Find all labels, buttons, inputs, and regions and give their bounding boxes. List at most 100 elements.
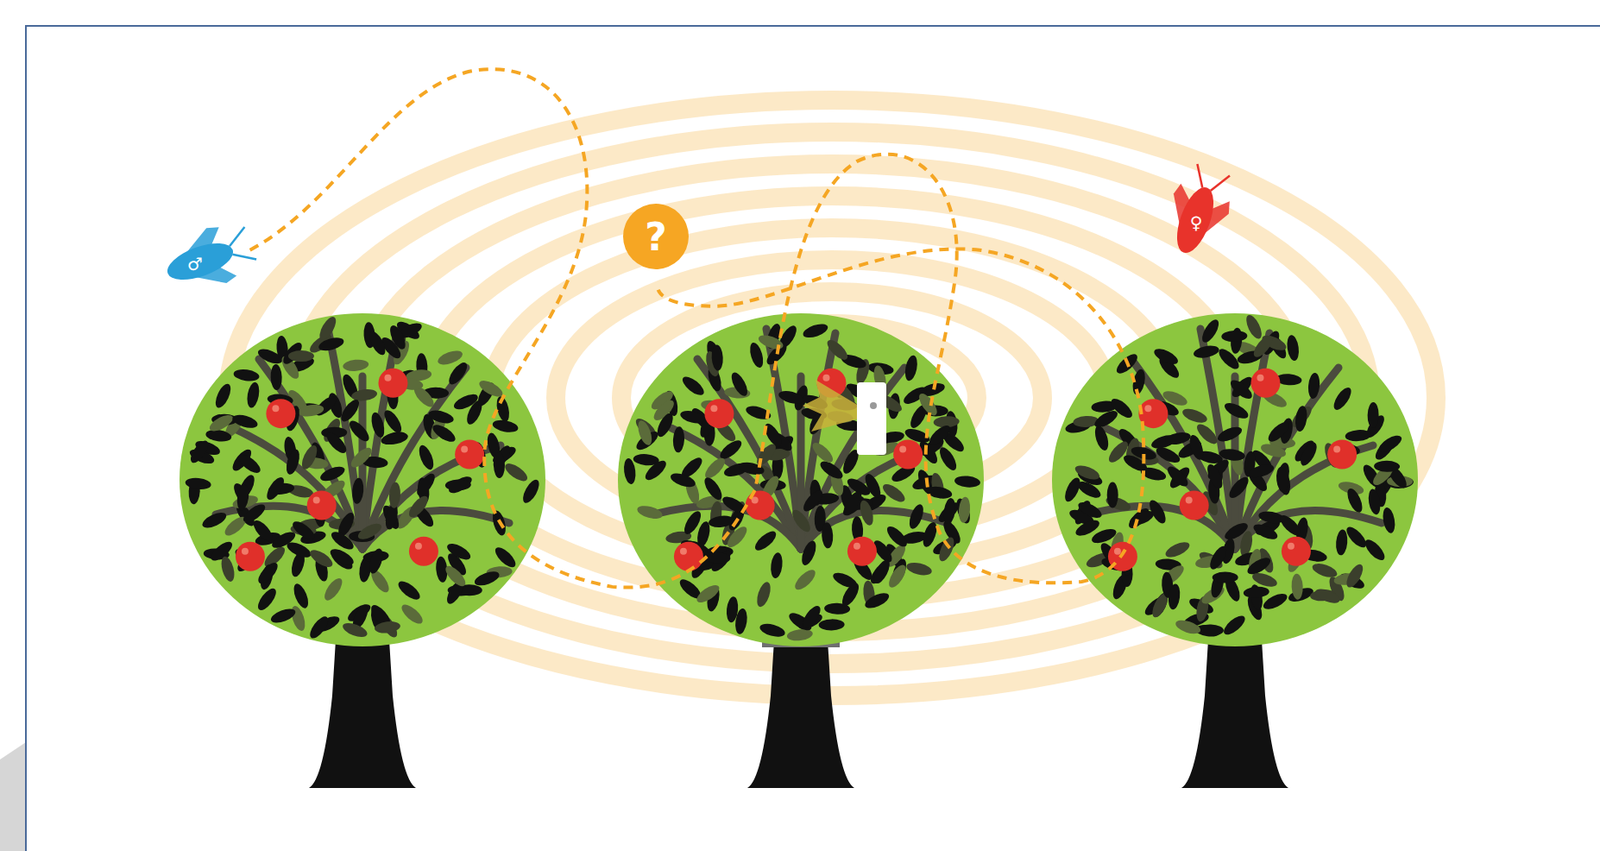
moth-antenna (225, 226, 257, 267)
tree-leaf (346, 417, 372, 445)
apple-tree (617, 313, 984, 788)
tree-leaf (1259, 441, 1287, 460)
tree-leaf (642, 457, 669, 484)
tree-leaf (788, 507, 813, 536)
tree-leaf (1366, 402, 1380, 429)
apple (454, 439, 485, 469)
tree-leaf (654, 410, 676, 440)
tree-leaf (233, 367, 261, 383)
dispenser-body (856, 382, 887, 455)
tree-leaf (885, 561, 909, 590)
tree-leaf (903, 354, 920, 383)
tree-leaf (452, 390, 481, 412)
tree-leaf (398, 601, 426, 627)
tree-leaf (369, 410, 387, 439)
female-moth (1155, 159, 1241, 263)
tree-leaf (635, 418, 655, 448)
tree-leaf (491, 418, 520, 435)
tree-leaf (733, 607, 749, 636)
tree-leaf (245, 381, 261, 410)
apple-highlight (384, 374, 391, 382)
tree-leaf (445, 478, 472, 492)
apple-highlight (415, 542, 423, 550)
tree-leaf (840, 488, 865, 517)
tree-leaf (800, 487, 826, 515)
tree-leaf (1245, 554, 1273, 579)
pheromone-plume (802, 379, 859, 432)
tree-leaf (1222, 399, 1251, 422)
tree-leaf (809, 439, 837, 466)
tree-leaf (905, 560, 933, 577)
apple-highlight (1287, 542, 1295, 550)
apple (409, 536, 439, 567)
tree-leaf (298, 443, 320, 473)
tree-leaf (907, 502, 926, 531)
moth-flight-path (250, 69, 1145, 587)
tree-leaf (1228, 377, 1255, 403)
tree-leaf (1335, 529, 1349, 556)
tree-leaf (953, 497, 973, 526)
tree-leaf (1073, 516, 1103, 539)
tree-canopy (179, 313, 546, 647)
tree-leaf (1197, 623, 1224, 637)
tree-leaf (290, 581, 311, 611)
apple-highlight (710, 404, 718, 412)
tree-leaf (824, 336, 851, 363)
tree-leaf (1376, 432, 1405, 456)
apple (307, 491, 337, 521)
tree-leaf (862, 472, 884, 501)
tree-leaf (622, 457, 637, 485)
tree-leaf (235, 484, 251, 512)
tree-leaf (270, 364, 283, 391)
tree-leaf (801, 321, 831, 341)
tree-leaf (751, 528, 779, 554)
apple-highlight (899, 445, 907, 453)
tree-leaf (1250, 333, 1276, 360)
tree-leaf (1361, 536, 1388, 564)
question-badge (623, 203, 689, 270)
tree-leaf (379, 503, 403, 532)
tree-leaf (707, 514, 735, 530)
tree-leaf (1343, 561, 1367, 590)
apple (1179, 491, 1210, 521)
tree-leaf (264, 474, 288, 503)
tree-leaf (1242, 585, 1270, 599)
tree-leaf (724, 523, 750, 551)
tree-leaf (1164, 463, 1191, 490)
tree-leaf (942, 497, 958, 525)
tree-leaf (636, 503, 664, 521)
apple (1250, 368, 1280, 398)
tree-leaf (799, 538, 819, 567)
apple-highlight (1333, 445, 1341, 453)
tree-leaf (1380, 506, 1397, 535)
tree-leaf (1221, 612, 1248, 638)
apple (235, 541, 265, 572)
tree-leaf (207, 538, 235, 564)
tree-leaf (205, 428, 234, 443)
tree-leaf (1221, 330, 1248, 343)
tree-leaf (680, 373, 707, 399)
tree-leaf (207, 411, 236, 435)
tree-leaf (777, 388, 806, 406)
apple-highlight (241, 548, 249, 555)
tree-leaf (1105, 438, 1131, 466)
tree-leaf (1291, 573, 1304, 600)
tree-leaf (1073, 462, 1103, 483)
tree-leaf (297, 403, 326, 419)
tree-leaf (1344, 428, 1372, 442)
tree-leaf (347, 444, 375, 471)
tree-leaf (862, 590, 892, 612)
apple (745, 491, 775, 521)
tree-leaf (444, 540, 473, 563)
tree-leaf (672, 426, 686, 454)
tree-leaf (1277, 511, 1304, 538)
tree-leaf (953, 474, 981, 489)
tree-leaf (415, 443, 436, 473)
apple-tree (1051, 312, 1418, 788)
tree-leaf (1226, 473, 1252, 501)
tree-leaf (1207, 543, 1230, 572)
apple-highlight (822, 374, 830, 382)
tree-leaf (747, 340, 766, 369)
